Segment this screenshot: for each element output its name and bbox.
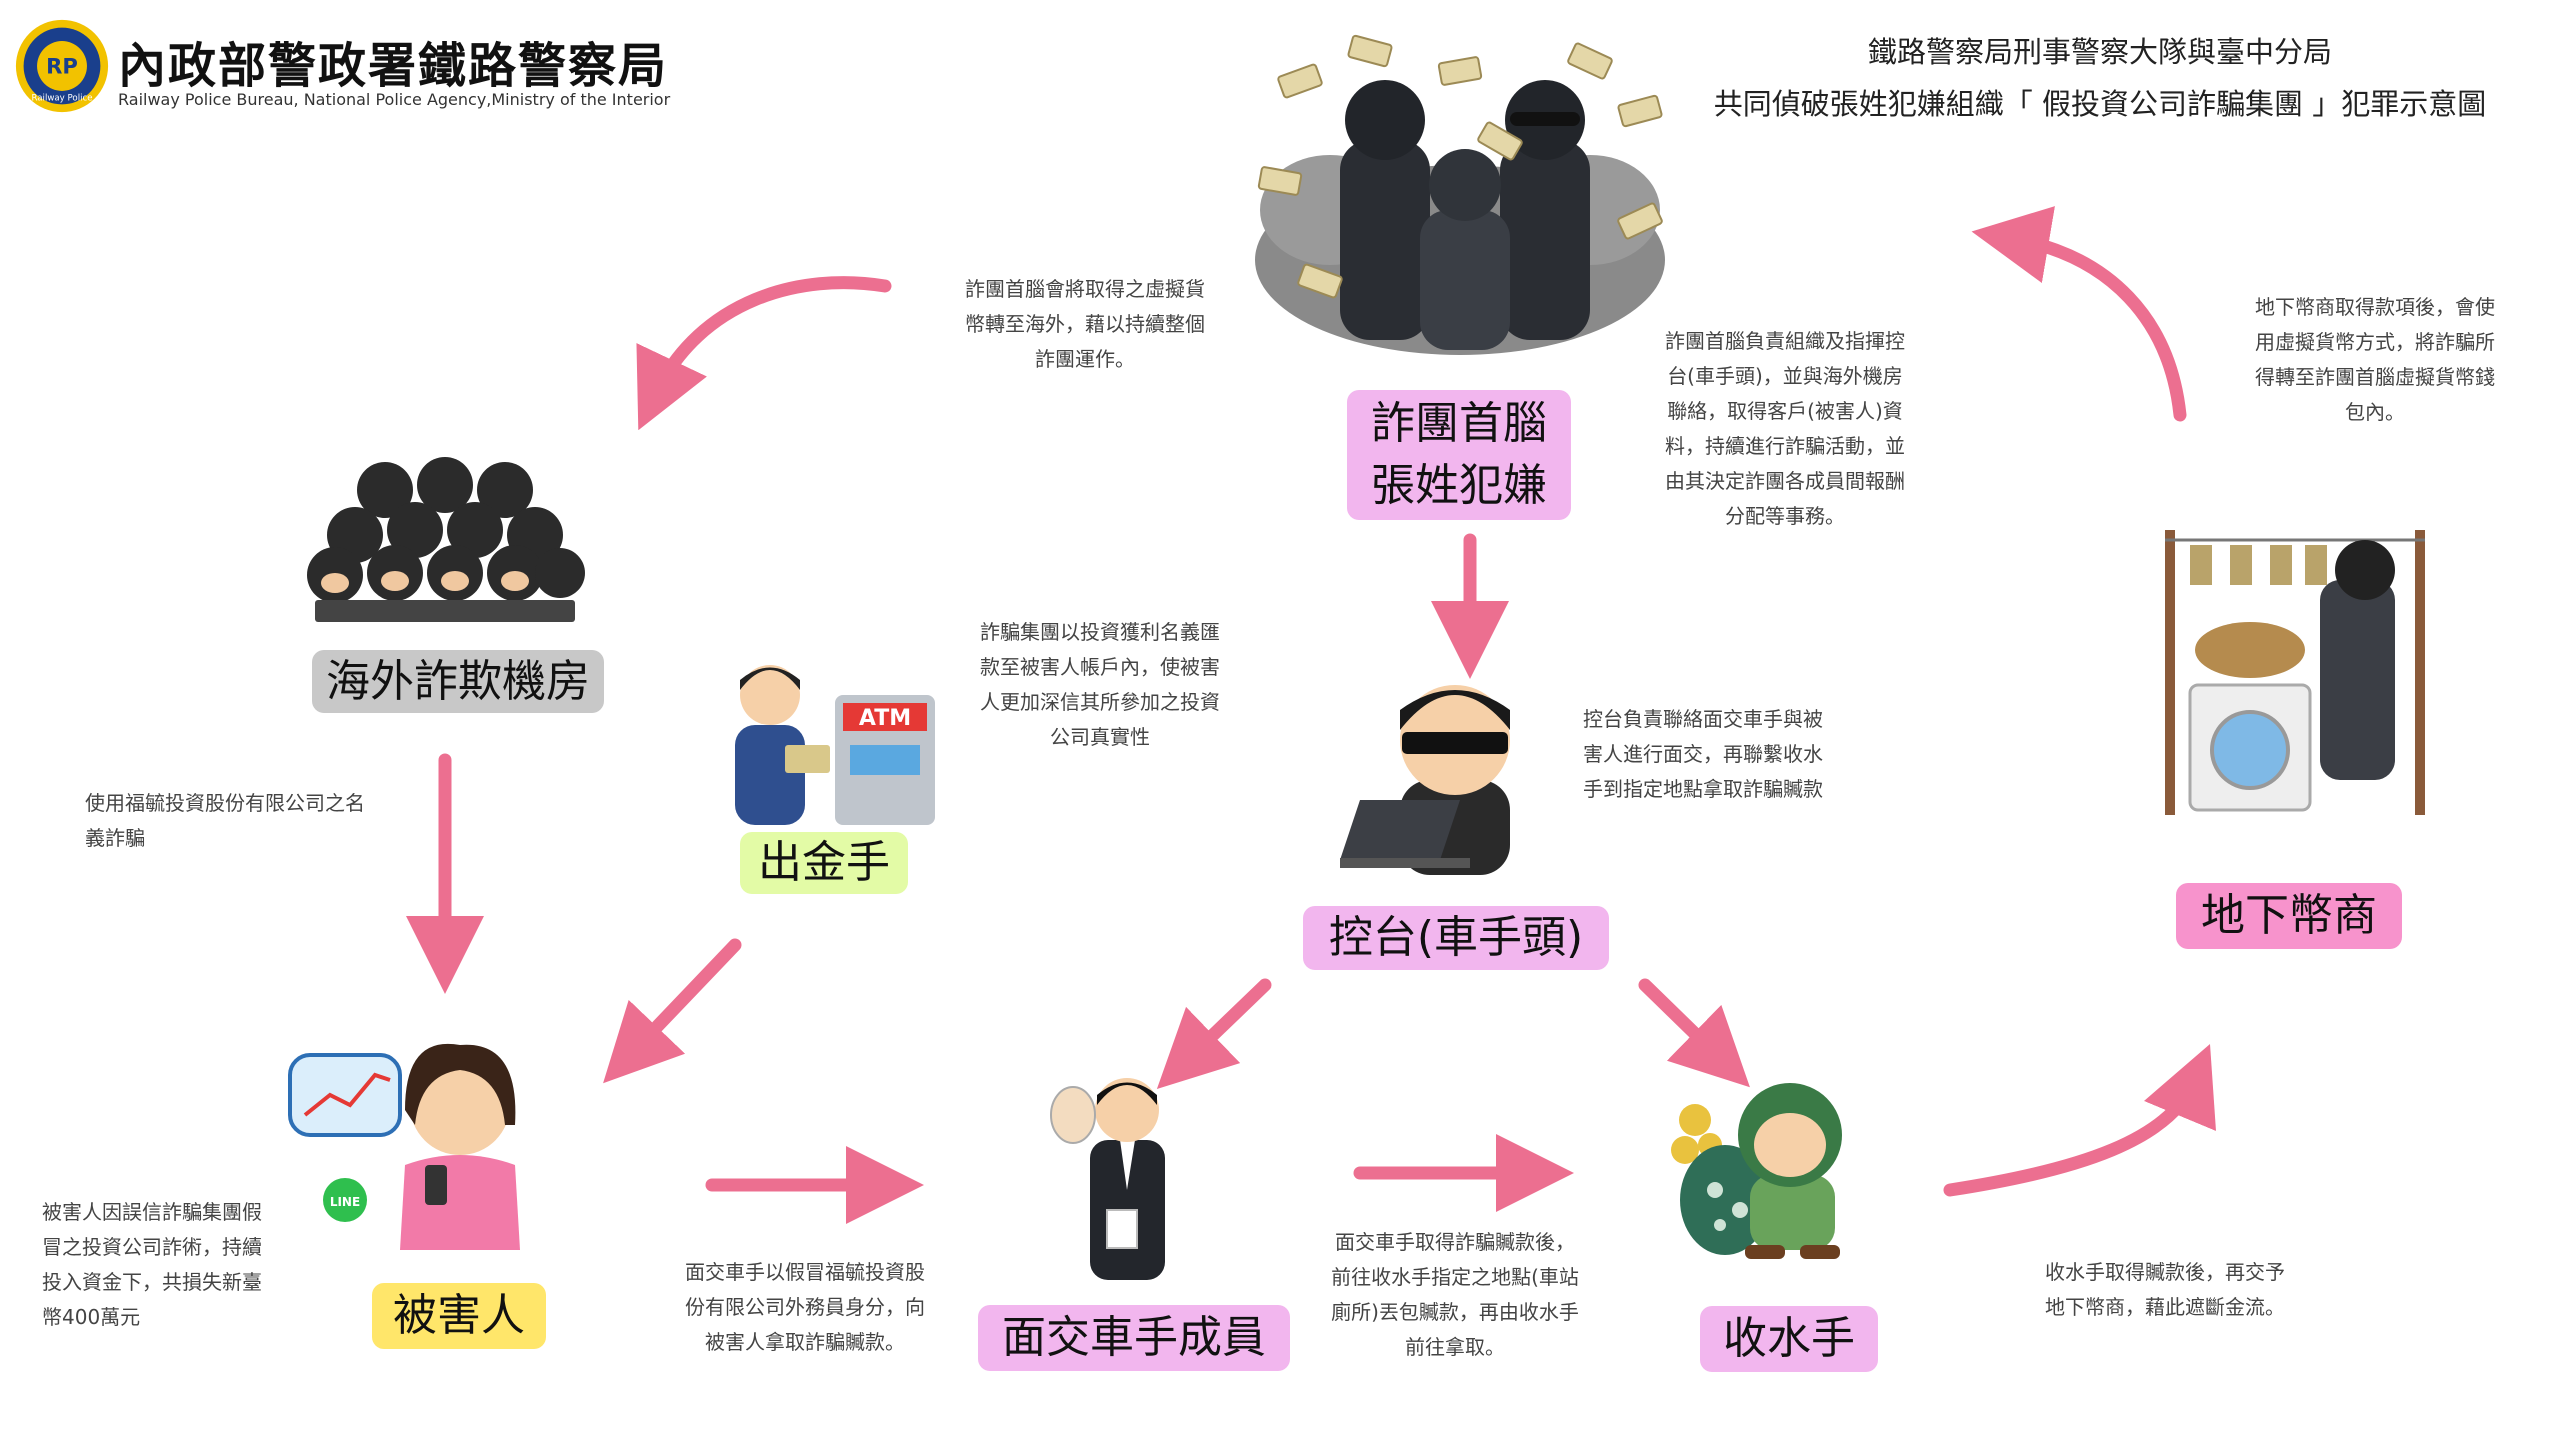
node-victim: 被害人 (372, 1283, 546, 1349)
atm-text: ATM (859, 706, 911, 731)
arrow-control-to-courier (1156, 978, 1272, 1090)
node-courier: 面交車手成員 (978, 1305, 1290, 1371)
arrow-cashout-to-victim (603, 938, 742, 1084)
desc-collector-pickup: 面交車手取得詐騙贓款後， 前往收水手指定之地點(車站 廁所)丟包贓款，再由收水手… (1331, 1230, 1579, 1359)
agency-name-english: Railway Police Bureau, National Police A… (118, 90, 671, 109)
node-cash-out: 出金手 (740, 832, 908, 894)
arrow-collector-to-underground (1943, 1044, 2216, 1197)
arrow-control-to-collector (1638, 978, 1750, 1088)
mask-businessman-icon (1050, 1078, 1165, 1280)
woman-phone-chart-icon: LINE (288, 1043, 520, 1250)
node-collector: 收水手 (1700, 1306, 1878, 1372)
money-laundering-icon (2165, 530, 2425, 815)
desc-boss-to-overseas: 詐團首腦會將取得之虛擬貨 幣轉至海外，藉以持續整個 詐團運作。 (965, 277, 1205, 371)
page-title: 鐵路警察局刑事警察大隊與臺中分局 共同偵破張姓犯嫌組織「 假投資公司詐騙集團 」… (1650, 26, 2550, 130)
hooded-hackers-icon (307, 457, 585, 622)
node-control: 控台(車手頭) (1303, 906, 1609, 970)
agency-name: 內政部警政署鐵路警察局 (118, 38, 669, 94)
arrow-boss-to-overseas (636, 276, 892, 431)
node-boss: 詐團首腦 張姓犯嫌 (1347, 390, 1571, 520)
node-overseas-scam-center: 海外詐欺機房 (312, 650, 604, 713)
police-badge-logo-icon: RP Railway Police (15, 19, 109, 113)
desc-victim-role: 被害人因誤信詐騙集團假 冒之投資公司詐術，持續 投入資金下，共損失新臺 幣400… (42, 1200, 262, 1329)
svg-text:RP: RP (46, 54, 78, 79)
desc-underground-role: 地下幣商取得款項後，會使 用虛擬貨幣方式，將詐騙所 得轉至詐團首腦虛擬貨幣錢 包… (2255, 295, 2495, 424)
masked-hacker-laptop-icon (1340, 685, 1510, 875)
line-icon-text: LINE (330, 1195, 360, 1209)
thief-money-bag-icon (1671, 1083, 1842, 1259)
desc-cashout-role: 詐騙集團以投資獲利名義匯 款至被害人帳戶內，使被害 人更加深信其所參加之投資 公… (980, 620, 1220, 749)
desc-overseas-role: 使用福毓投資股份有限公司之名 義詐騙 (85, 791, 365, 850)
node-underground-exchanger: 地下幣商 (2176, 883, 2402, 949)
atm-man-icon: ATM (735, 665, 935, 825)
svg-text:Railway Police: Railway Police (31, 94, 92, 104)
arrow-underground-to-boss (1971, 206, 2187, 422)
desc-collector-role: 收水手取得贓款後，再交予 地下幣商，藉此遮斷金流。 (2045, 1260, 2285, 1319)
money-boss-group-icon (1255, 34, 1665, 355)
desc-control-role: 控台負責聯絡面交車手與被 害人進行面交，再聯繫收水 手到指定地點拿取詐騙贓款 (1583, 707, 1823, 801)
title-line-2: 共同偵破張姓犯嫌組織「 假投資公司詐騙集團 」犯罪示意圖 (1713, 87, 2487, 121)
desc-courier-role: 面交車手以假冒福毓投資股 份有限公司外務員身分，向 被害人拿取詐騙贓款。 (685, 1260, 925, 1354)
title-line-1: 鐵路警察局刑事警察大隊與臺中分局 (1867, 35, 2332, 69)
desc-boss-role: 詐團首腦負責組織及指揮控 台(車手頭)，並與海外機房 聯絡，取得客戶(被害人)資… (1665, 329, 1905, 528)
